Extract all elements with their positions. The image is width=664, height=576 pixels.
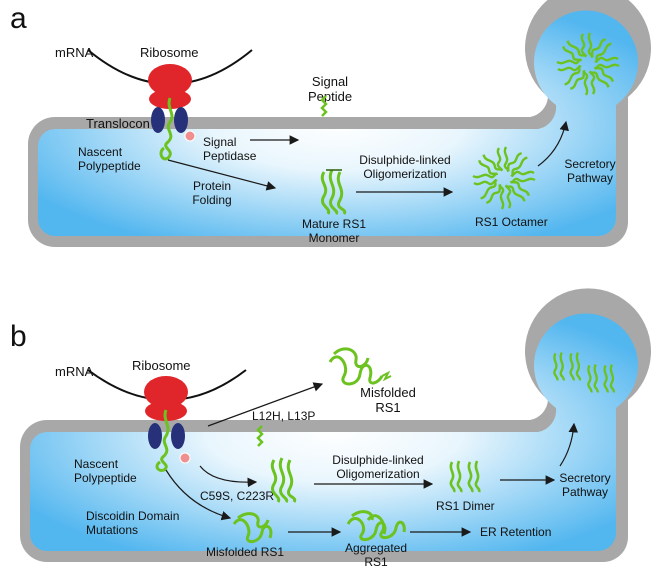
signal-peptide-fragment-a xyxy=(320,95,328,117)
misfolded-icon-b xyxy=(232,512,273,543)
translocon-left-a xyxy=(151,107,165,133)
octamer-subunit xyxy=(478,154,504,176)
aggregated-icon-b xyxy=(346,510,406,541)
signal-peptidase-icon-a xyxy=(184,130,196,142)
dimer-subunit xyxy=(603,364,616,393)
translocon-right-a xyxy=(174,107,188,133)
arrow-discoidin-b xyxy=(165,469,232,521)
dimer-subunit xyxy=(569,352,582,381)
mrna-label-b: mRNA xyxy=(55,364,94,379)
translocon-left-b xyxy=(148,423,162,449)
arrow-secretory-a xyxy=(537,120,569,167)
mrna-label-a: mRNA xyxy=(55,45,94,60)
er-retention-label-b: ER Retention xyxy=(480,525,551,539)
mature-monomer-icon-a xyxy=(320,169,347,216)
mutations-l-label-b: L12H, L13P xyxy=(252,409,315,423)
dimer-subunit xyxy=(587,364,599,393)
panel-b-letter: b xyxy=(10,320,27,353)
signal-peptide-fragment-b xyxy=(256,425,264,447)
dimer-icon-b xyxy=(449,460,481,493)
translocon-label-a: Translocon xyxy=(86,116,150,131)
ribosome-label-b: Ribosome xyxy=(132,358,191,373)
ribosome-large-subunit-a xyxy=(148,64,192,96)
dimer-subunit xyxy=(449,460,463,493)
dimer-subunit xyxy=(467,460,481,493)
er-compartment-b xyxy=(20,288,652,562)
vesicle-octamer-icon-a xyxy=(556,32,620,96)
misfolded-top-icon-b xyxy=(328,347,392,386)
translocon-right-b xyxy=(171,423,185,449)
er-lumen-b xyxy=(30,313,639,551)
arrow-misfolded-top-b xyxy=(207,382,324,427)
er-lumen-a xyxy=(38,10,639,237)
arrow-cys-mutant-b xyxy=(199,465,258,488)
arrow-folding-a xyxy=(167,159,277,191)
dimer-subunit xyxy=(553,352,565,381)
dimer-label-b: RS1 Dimer xyxy=(436,499,495,513)
octamer-subunit xyxy=(562,40,588,62)
nascent-polypeptide-b xyxy=(155,409,170,472)
misfolded-label-b: Misfolded RS1 xyxy=(206,545,284,559)
octamer-icon-a xyxy=(472,146,536,210)
panel-a-letter: a xyxy=(10,2,27,35)
nascent-polypeptide-a xyxy=(159,97,174,161)
signal-peptidase-icon-b xyxy=(179,452,191,464)
ribosome-label-a: Ribosome xyxy=(140,45,199,60)
cys-mutant-monomer-icon-b xyxy=(270,457,297,504)
arrow-secretory-b xyxy=(559,422,579,467)
ribosome-large-subunit-b xyxy=(144,376,188,408)
vesicle-dimer-icon-b xyxy=(553,352,616,393)
mutations-c-label-b: C59S, C223R xyxy=(200,489,274,503)
octamer-label-a: RS1 Octamer xyxy=(475,215,548,229)
